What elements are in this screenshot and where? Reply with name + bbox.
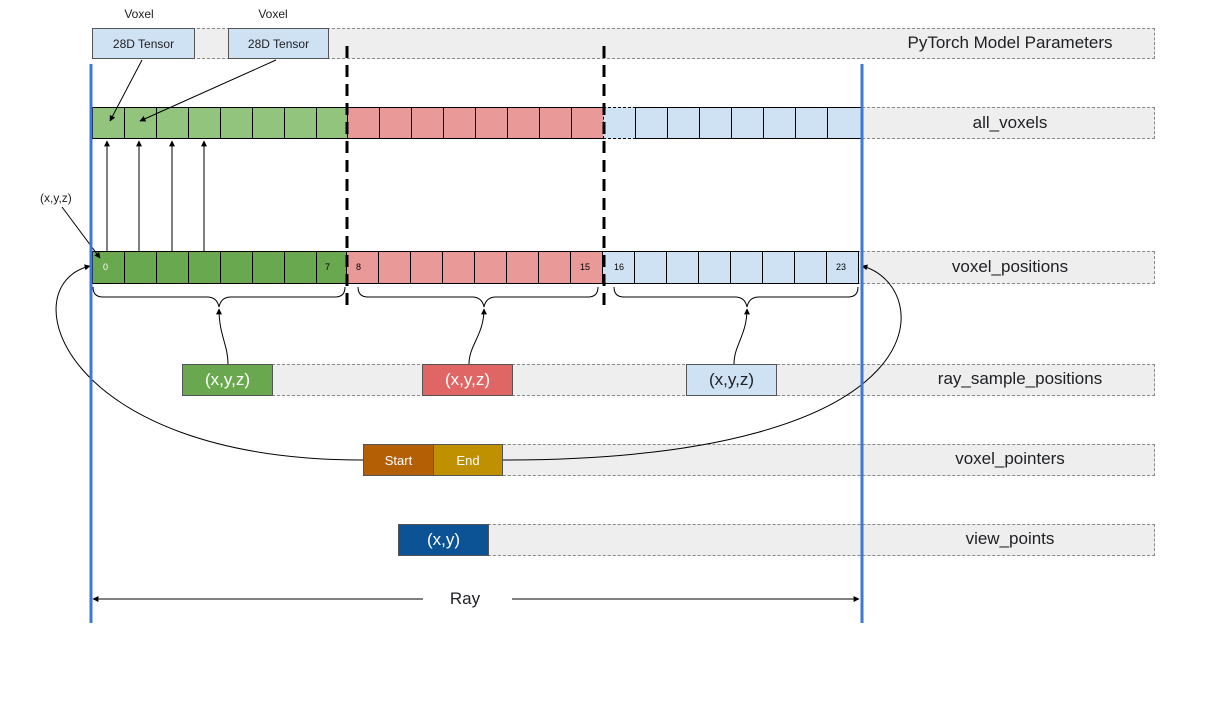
- position-index: 23: [836, 262, 847, 272]
- voxel-cell: [188, 107, 221, 139]
- params-label: PyTorch Model Parameters: [907, 33, 1113, 52]
- all-voxels-label: all_voxels: [972, 113, 1048, 132]
- ray-sample-label: ray_sample_positions: [937, 369, 1103, 388]
- voxel-cell: [252, 107, 285, 139]
- voxel-positions-cells: 0 7 8 15 16 23: [92, 251, 859, 284]
- position-cell: [474, 251, 507, 284]
- view-points-label: view_points: [965, 529, 1055, 548]
- position-cell: [316, 251, 347, 284]
- tensor-caption: Voxel: [124, 7, 154, 21]
- tensor-box: 28D Tensor: [92, 28, 195, 59]
- position-cell: [794, 251, 827, 284]
- position-cell: [698, 251, 731, 284]
- position-index: 8: [356, 262, 362, 272]
- view-point-box: (x,y): [398, 524, 489, 556]
- view-points-track: [398, 524, 1155, 556]
- position-cell: [730, 251, 763, 284]
- ray-sample-box-blue: (x,y,z): [686, 364, 777, 396]
- coord-arrow: [61, 206, 101, 259]
- position-cell: [92, 251, 125, 284]
- voxel-cell: [795, 107, 828, 139]
- voxel-cell: [379, 107, 412, 139]
- voxel-positions-label: voxel_positions: [951, 257, 1069, 276]
- ray-sample-box-red: (x,y,z): [422, 364, 513, 396]
- voxel-cell: [539, 107, 572, 139]
- end-pointer-box: End: [433, 444, 503, 476]
- brace: [92, 286, 346, 308]
- position-index: 0: [103, 262, 109, 272]
- ray-label: Ray: [449, 589, 481, 608]
- position-cell: [666, 251, 699, 284]
- all-voxels-cells: [92, 107, 862, 139]
- sample-arrow: [468, 308, 487, 365]
- position-index: 7: [325, 262, 331, 272]
- tensor-box: 28D Tensor: [228, 28, 329, 59]
- position-cell: [826, 251, 859, 284]
- end-pointer-arrow: [502, 264, 902, 461]
- position-cell: [156, 251, 189, 284]
- brace: [613, 286, 859, 308]
- position-cell: [220, 251, 253, 284]
- voxel-cell: [284, 107, 317, 139]
- position-index: 15: [580, 262, 591, 272]
- position-index: 16: [614, 262, 625, 272]
- coord-label: (x,y,z): [40, 191, 72, 205]
- position-cell: [252, 251, 285, 284]
- position-cell: [378, 251, 411, 284]
- position-cell: [570, 251, 603, 284]
- start-pointer-arrow: [55, 264, 364, 461]
- brace: [357, 286, 599, 308]
- ray-sample-box-green: (x,y,z): [182, 364, 273, 396]
- voxel-cell: [443, 107, 476, 139]
- voxel-cell: [347, 107, 380, 139]
- voxel-pointers-label: voxel_pointers: [955, 449, 1065, 468]
- position-cell: [538, 251, 571, 284]
- position-cell: [284, 251, 317, 284]
- voxel-cell: [124, 107, 157, 139]
- sample-arrow: [216, 308, 229, 365]
- position-cell: [346, 251, 379, 284]
- start-pointer-box: Start: [363, 444, 434, 476]
- tensor-arrow: [109, 59, 143, 122]
- tensor-caption: Voxel: [258, 7, 288, 21]
- position-cell: [188, 251, 221, 284]
- voxel-cell: [731, 107, 764, 139]
- sample-arrow: [733, 308, 750, 365]
- tensor-arrow: [139, 59, 277, 122]
- voxel-cell: [507, 107, 540, 139]
- voxel-cell: [316, 107, 348, 139]
- ray-sample-track: [182, 364, 1155, 396]
- voxel-cell: [156, 107, 189, 139]
- voxel-cell: [475, 107, 508, 139]
- position-cell: [442, 251, 475, 284]
